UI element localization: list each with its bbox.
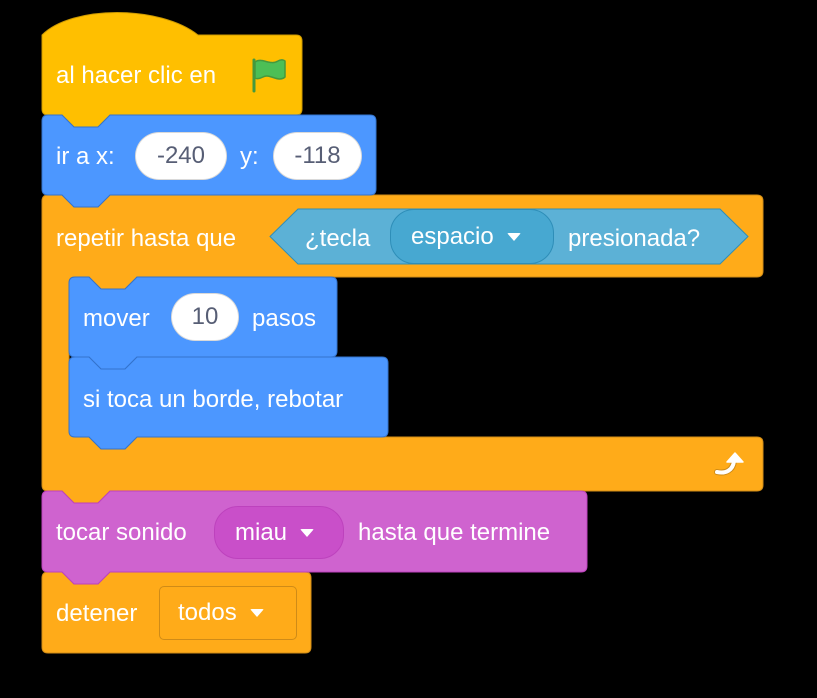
move-label: mover (83, 305, 150, 332)
stop-option-value: todos (178, 599, 237, 626)
goto-y-input[interactable]: -118 (273, 132, 362, 180)
stop-label: detener (56, 600, 138, 627)
move-steps-value: 10 (191, 303, 219, 330)
play-sound-suffix: hasta que termine (358, 519, 551, 546)
repeat-arrow-icon (714, 452, 744, 476)
goto-y-value: -118 (294, 142, 341, 169)
key-dropdown-value: espacio (411, 222, 494, 250)
chevron-down-icon (300, 528, 315, 537)
chevron-down-icon (506, 232, 521, 241)
key-pressed-prefix: ¿tecla (305, 225, 371, 252)
hat-block-label: al hacer clic en (56, 62, 217, 89)
sound-dropdown[interactable]: miau (214, 506, 344, 559)
goto-label-x: ir a x: (56, 143, 115, 170)
key-pressed-suffix: presionada? (568, 225, 701, 252)
play-sound-label: tocar sonido (56, 519, 187, 546)
bounce-label: si toca un borde, rebotar (83, 386, 344, 413)
repeat-until-label: repetir hasta que (56, 225, 237, 252)
chevron-down-icon (249, 609, 264, 617)
goto-label-y: y: (240, 143, 259, 170)
green-flag-icon (252, 58, 286, 93)
move-suffix: pasos (252, 305, 317, 332)
goto-x-input[interactable]: -240 (135, 132, 227, 180)
stop-option-dropdown[interactable]: todos (159, 586, 297, 640)
key-dropdown[interactable]: espacio (390, 209, 554, 264)
move-steps-input[interactable]: 10 (171, 293, 239, 341)
sound-dropdown-value: miau (235, 518, 288, 546)
bounce-block-shape[interactable] (68, 356, 389, 450)
goto-x-value: -240 (156, 142, 206, 169)
